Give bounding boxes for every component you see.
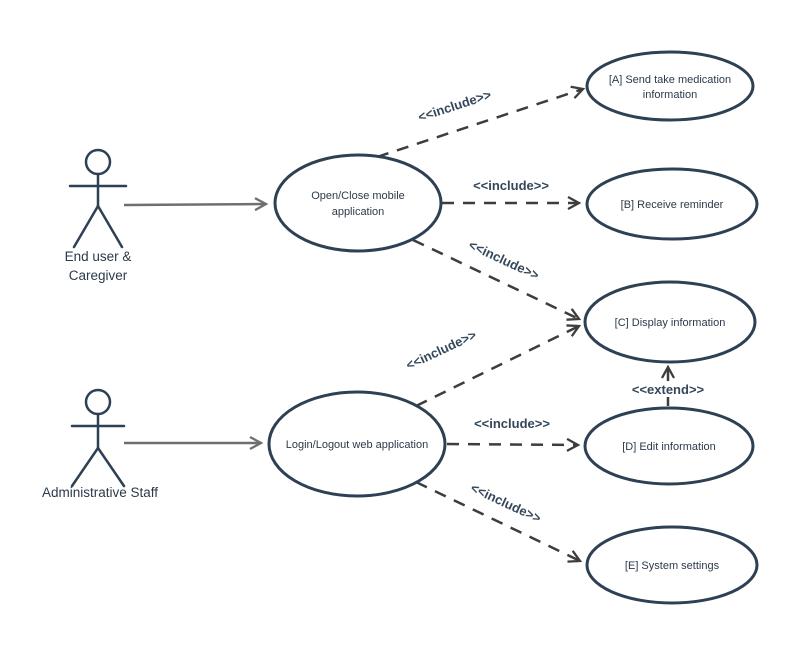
use-case-d-edit-information: [D] Edit information <box>583 406 755 486</box>
edge-include-openclose-to-c: <<include>> <box>412 237 582 321</box>
edge-include-openclose-to-a: <<include>> <box>376 85 586 159</box>
actor-label: Caregiver <box>69 268 128 283</box>
use-case-b-receive-reminder: [B] Receive reminder <box>585 167 759 241</box>
use-case-label: [D] Edit information <box>622 441 716 453</box>
edge-extend-d-to-c: <<extend>> <box>626 364 710 406</box>
actor-icon <box>70 388 126 488</box>
use-case-label: [A] Send take medication <box>609 74 731 86</box>
use-case-c-display-information: [C] Display information <box>583 280 757 364</box>
use-case-label: [B] Receive reminder <box>621 199 724 211</box>
edge-include-loginlogout-to-d: <<include>> <box>446 416 581 452</box>
actor-administrative-staff: Administrative Staff <box>42 388 158 500</box>
include-label: <<include>> <box>474 416 550 431</box>
edge-include-loginlogout-to-e: <<include>> <box>415 480 583 563</box>
include-label: <<include>> <box>468 480 543 526</box>
actor-label: Administrative Staff <box>42 485 158 500</box>
use-case-e-system-settings: [E] System settings <box>585 525 759 605</box>
include-label: <<include>> <box>466 237 541 283</box>
use-case-label: Open/Close mobile <box>311 190 405 202</box>
use-case-login-logout-web-application: Login/Logout web application <box>267 390 447 498</box>
actor-label: End user & <box>65 249 132 264</box>
use-case-a-send-take-medication-information: [A] Send take medication information <box>585 50 755 122</box>
edge-include-openclose-to-b: <<include>> <box>442 178 582 211</box>
use-case-label: application <box>332 206 385 218</box>
extend-label-background <box>626 381 710 397</box>
use-case-label: [E] System settings <box>625 560 720 572</box>
include-label: <<include>> <box>473 178 549 193</box>
include-label: <<include>> <box>404 327 479 373</box>
use-case-open-close-mobile-application: Open/Close mobile application <box>273 153 443 253</box>
extend-label: <<extend>> <box>632 382 705 397</box>
include-label: <<include>> <box>416 87 493 125</box>
use-case-label: Login/Logout web application <box>286 439 429 451</box>
use-case-label: information <box>643 89 697 101</box>
edge-association-enduser-to-openclose <box>123 197 269 212</box>
edge-include-loginlogout-to-c: <<include>> <box>404 324 582 408</box>
use-case-label: [C] Display information <box>615 317 726 329</box>
actor-end-user-caregiver: End user & Caregiver <box>65 148 132 283</box>
actor-icon <box>68 148 128 249</box>
